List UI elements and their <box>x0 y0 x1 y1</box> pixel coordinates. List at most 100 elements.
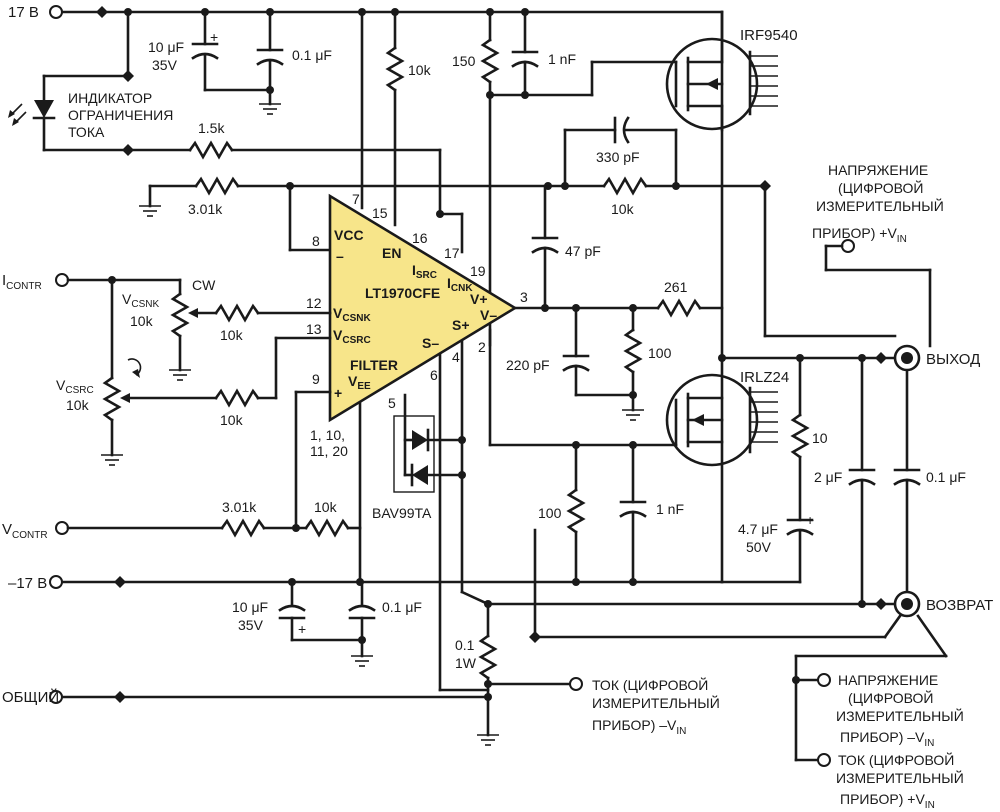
terminal-neg17v[interactable] <box>49 575 63 589</box>
terminal-17v[interactable] <box>49 5 63 19</box>
rail-neg17v: –17 В <box>8 575 724 592</box>
svg-text:10 μF: 10 μF <box>148 39 184 55</box>
svg-text:35V: 35V <box>238 617 264 633</box>
rail-17v-label: 17 В <box>8 4 39 21</box>
svg-text:(ЦИФРОВОЙ: (ЦИФРОВОЙ <box>848 689 933 706</box>
svg-text:+: + <box>334 385 342 401</box>
svg-text:4: 4 <box>452 349 460 365</box>
ground-symbol <box>476 734 500 746</box>
terminal-vmeter-neg[interactable] <box>817 673 831 687</box>
junction-marker <box>114 691 126 703</box>
svg-text:8: 8 <box>312 233 320 249</box>
terminal-common[interactable] <box>49 690 63 704</box>
svg-text:ТОК (ЦИФРОВОЙ: ТОК (ЦИФРОВОЙ <box>838 751 954 768</box>
cap-01uf-top: 0.1 μF <box>203 8 332 115</box>
svg-text:ПРИБОР) +VIN: ПРИБОР) +VIN <box>840 791 935 811</box>
svg-text:ТОКА: ТОКА <box>68 124 105 140</box>
svg-text:+: + <box>298 621 306 637</box>
return-terminal[interactable]: ВОЗВРАТ <box>488 528 993 767</box>
svg-text:0.1: 0.1 <box>455 637 475 653</box>
terminal-imeter-pos[interactable] <box>817 753 831 767</box>
svg-text:10k: 10k <box>130 313 154 329</box>
sense-resistor: 0.1 1W ТОК (ЦИФРОВОЙ ИЗМЕРИТЕЛЬНЫЙ ПРИБО… <box>455 600 720 737</box>
terminal-icontr[interactable] <box>55 273 69 287</box>
diode-bav99: BAV99TA <box>372 393 466 521</box>
svg-text:10k: 10k <box>408 62 432 78</box>
terminal-vcontr[interactable] <box>55 521 69 535</box>
svg-text:261: 261 <box>664 279 688 295</box>
svg-text:10k: 10k <box>220 412 244 428</box>
svg-text:ISRC: ISRC <box>412 262 437 281</box>
resistor-100-bottom: 100 <box>538 443 586 586</box>
feedback-network: 330 pF 10k <box>544 116 897 338</box>
svg-text:S–: S– <box>422 335 439 351</box>
svg-text:1, 10,: 1, 10, <box>310 427 345 443</box>
mosfet-irf9540: IRF9540 <box>590 10 798 132</box>
mosfet-irlz24: IRLZ24 <box>488 369 789 467</box>
svg-text:150: 150 <box>452 53 476 69</box>
op-amp-lt1970: VCC – EN ISRC ICNK LT1970CFE V+ V– VCSNK… <box>328 193 518 423</box>
svg-text:+: + <box>806 512 814 528</box>
svg-text:4.7 μF: 4.7 μF <box>738 521 778 537</box>
svg-text:BAV99TA: BAV99TA <box>372 505 432 521</box>
svg-text:0.1 μF: 0.1 μF <box>382 599 422 615</box>
svg-text:1 nF: 1 nF <box>656 501 684 517</box>
output-terminal[interactable]: ВЫХОД <box>875 344 980 372</box>
current-limit-led: ИНДИКАТОР ОГРАНИЧЕНИЯ ТОКА <box>8 8 192 156</box>
ic-pin-numbers: 7 15 16 17 19 8 12 13 9 3 4 2 6 5 1, 10,… <box>306 191 528 459</box>
svg-text:VCONTR: VCONTR <box>2 521 48 541</box>
rc-output-damper: 10 4.7 μF 50V + <box>720 354 828 584</box>
svg-text:330 pF: 330 pF <box>596 149 640 165</box>
svg-text:10k: 10k <box>220 327 244 343</box>
svg-text:10k: 10k <box>314 499 338 515</box>
icontr-input: ICONTR CW VCSNK 10k 10k <box>2 272 332 381</box>
svg-text:1W: 1W <box>455 655 477 671</box>
cap-01uf-bottom: 0.1 μF <box>348 580 422 667</box>
svg-text:2: 2 <box>478 339 486 355</box>
svg-text:1.5k: 1.5k <box>198 120 225 136</box>
svg-text:VCC: VCC <box>334 227 364 243</box>
svg-text:1 nF: 1 nF <box>548 51 576 67</box>
meter-labels-bottom: НАПРЯЖЕНИЕ (ЦИФРОВОЙ ИЗМЕРИТЕЛЬНЫЙ ПРИБО… <box>836 672 964 811</box>
svg-text:7: 7 <box>352 191 360 207</box>
svg-text:10: 10 <box>812 430 828 446</box>
svg-text:16: 16 <box>412 230 428 246</box>
svg-text:ИЗМЕРИТЕЛЬНЫЙ: ИЗМЕРИТЕЛЬНЫЙ <box>836 707 964 724</box>
rail-neg17v-label: –17 В <box>8 575 47 592</box>
svg-text:3.01k: 3.01k <box>222 499 257 515</box>
svg-text:ПРИБОР) –VIN: ПРИБОР) –VIN <box>840 729 934 749</box>
svg-text:ICNK: ICNK <box>447 275 473 294</box>
junction-marker <box>96 6 108 18</box>
resistor-10k-en: 10k <box>385 8 432 227</box>
rail-common-label: ОБЩИЙ <box>2 688 59 706</box>
svg-text:ICONTR: ICONTR <box>2 272 42 292</box>
rail-common: ОБЩИЙ <box>2 688 500 746</box>
svg-text:IRF9540: IRF9540 <box>740 27 798 44</box>
svg-text:НАПРЯЖЕНИЕ: НАПРЯЖЕНИЕ <box>838 672 938 688</box>
svg-text:2 μF: 2 μF <box>814 469 842 485</box>
svg-text:10k: 10k <box>66 397 90 413</box>
svg-text:–: – <box>336 248 344 264</box>
svg-text:100: 100 <box>538 505 562 521</box>
cap-1nf-top: 1 nF <box>488 8 594 99</box>
svg-text:11, 20: 11, 20 <box>310 443 348 459</box>
svg-text:ВОЗВРАТ: ВОЗВРАТ <box>926 597 993 614</box>
svg-text:0.1 μF: 0.1 μF <box>926 469 966 485</box>
led-icon <box>34 100 54 118</box>
svg-text:LT1970CFE: LT1970CFE <box>365 285 440 301</box>
svg-text:9: 9 <box>312 371 320 387</box>
terminal-imeter-neg[interactable] <box>569 677 583 691</box>
vcsrc-pot: VCSRC 10k 10k <box>56 336 332 466</box>
svg-text:100: 100 <box>648 345 672 361</box>
svg-text:12: 12 <box>306 295 322 311</box>
svg-text:13: 13 <box>306 321 322 337</box>
output-bus <box>718 10 897 584</box>
cap-47pf: 47 pF <box>531 184 601 310</box>
cap-1nf-bottom: 1 nF <box>619 443 684 586</box>
cap-10uf-bottom: 10 μF 35V + <box>232 578 364 642</box>
terminal-vmeter-pos[interactable] <box>841 239 855 253</box>
svg-text:+: + <box>210 29 218 45</box>
svg-text:S+: S+ <box>452 317 470 333</box>
